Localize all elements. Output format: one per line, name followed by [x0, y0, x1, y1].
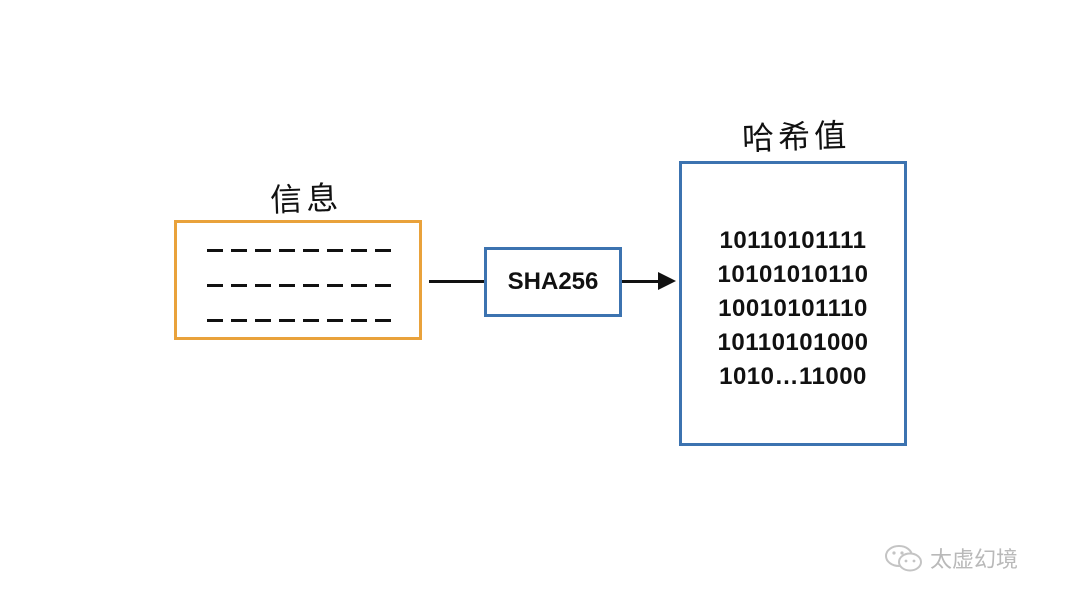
wechat-icon [885, 545, 922, 572]
hash-bits-line: 1010…11000 [719, 363, 867, 390]
input-message-box [174, 220, 422, 340]
arrowhead-icon [658, 272, 676, 290]
hash-bits-line: 10010101110 [718, 295, 868, 322]
hash-bits-line: 10101010110 [717, 261, 869, 288]
watermark: 太虚幻境 [884, 542, 1018, 574]
input-label: 信息 [269, 178, 343, 220]
message-placeholder-line [207, 284, 393, 287]
output-label: 哈希值 [741, 116, 851, 158]
hash-value-box: 10110101111 10101010110 10010101110 1011… [679, 161, 907, 446]
input-to-process-connector [429, 280, 484, 283]
watermark-text: 太虚幻境 [930, 548, 1019, 573]
hash-bits-line: 10110101111 [719, 227, 867, 254]
sha256-process-box: SHA256 [484, 247, 622, 317]
message-placeholder-line [207, 249, 393, 252]
hash-bits-line: 10110101000 [717, 329, 869, 356]
message-placeholder-line [207, 319, 393, 322]
process-to-output-connector [622, 280, 662, 283]
process-label: SHA256 [507, 268, 599, 295]
